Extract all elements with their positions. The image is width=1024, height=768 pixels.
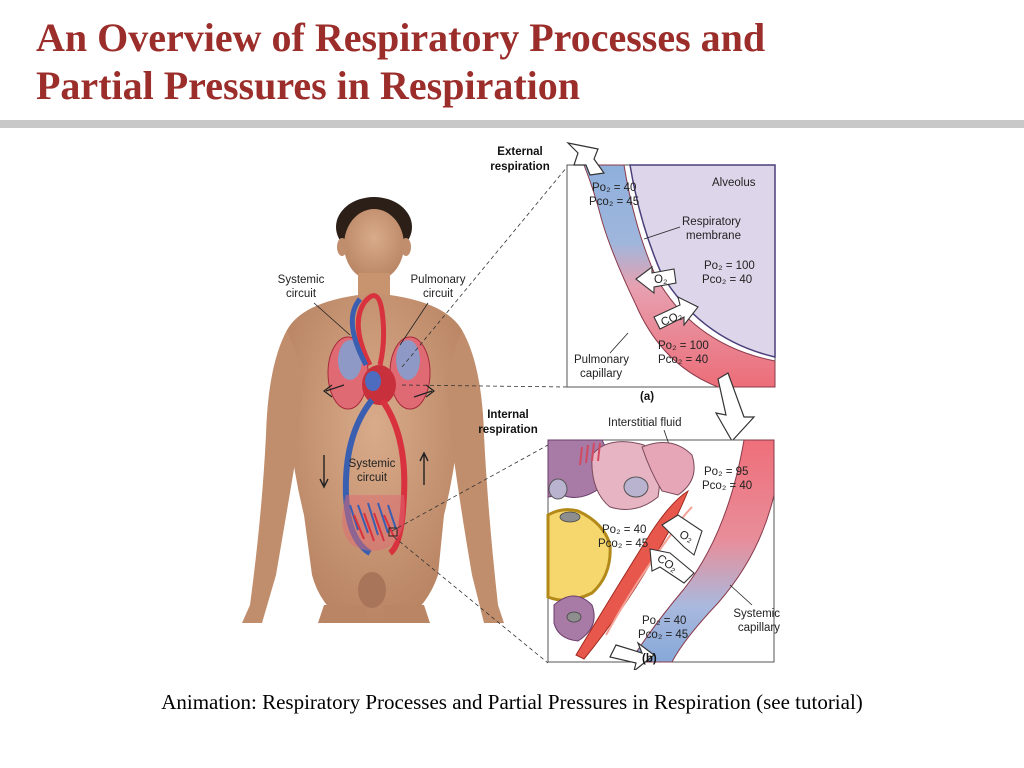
pulmonary-circuit-label: Pulmonary: [411, 274, 466, 286]
panel-b-o2-arrow: O₂: [661, 514, 703, 556]
respiratory-membrane-label-line2: membrane: [686, 230, 741, 242]
panel-a-alveolar-pco2: Pco₂ = 40: [702, 274, 752, 286]
pulmonary-circuit-label-line2: circuit: [423, 288, 454, 300]
pulmonary-capillary-label: Pulmonary: [574, 354, 629, 366]
panel-a-alveolar-po2: Po₂ = 100: [704, 260, 755, 272]
panel-b-arterial-pco2: Pco₂ = 40: [702, 480, 752, 492]
panel-b-venous-pco2: Pco₂ = 45: [638, 629, 688, 641]
panel-b-co2-arrow: CO₂: [649, 548, 695, 584]
panel-a-venous-pco2: Pco₂ = 45: [589, 196, 639, 208]
animation-caption: Animation: Respiratory Processes and Par…: [161, 690, 863, 714]
interstitial-fluid-label: Interstitial fluid: [608, 417, 682, 429]
panel-b-tissue-pco2: Pco₂ = 45: [598, 538, 648, 550]
panel-internal-respiration: Internal respiration Interstitial fluid …: [478, 409, 780, 670]
panel-external-respiration: External respiration Po₂ = 40 Pco₂ = 45 …: [490, 142, 776, 403]
title-divider: [0, 120, 1024, 128]
internal-respiration-heading: Internal: [487, 409, 529, 421]
human-body-illustration: [242, 197, 504, 623]
systemic-circuit-label-top: Systemic: [278, 274, 325, 286]
panel-a-arterial-po2: Po₂ = 100: [658, 340, 709, 352]
panel-b-o2-label: O₂: [677, 529, 694, 546]
title-line-1: An Overview of Respiratory Processes and: [36, 15, 766, 60]
alveolus-label: Alveolus: [712, 177, 756, 189]
systemic-capillary-label-line2: capillary: [738, 622, 780, 634]
panel-a-letter: (a): [640, 391, 654, 403]
panel-a-venous-po2: Po₂ = 40: [592, 182, 636, 194]
respiratory-membrane-label: Respiratory: [682, 216, 741, 228]
slide-title: An Overview of Respiratory Processes and…: [36, 14, 996, 110]
panel-b-venous-po2: Po₂ = 40: [642, 615, 686, 627]
internal-respiration-heading-line2: respiration: [478, 424, 537, 436]
panel-a-arterial-pco2: Pco₂ = 40: [658, 354, 708, 366]
panel-b-arterial-po2: Po₂ = 95: [704, 466, 748, 478]
flow-arrow-icon: [714, 372, 756, 443]
systemic-capillary-label: Systemic: [733, 608, 780, 620]
systemic-circuit-label-top-line2: circuit: [286, 288, 317, 300]
panel-a-o2-label: O₂: [654, 274, 667, 286]
panel-b-tissue-po2: Po₂ = 40: [602, 524, 646, 536]
respiration-figure: Systemic circuit Pulmonary circuit Syste…: [232, 135, 792, 670]
systemic-circuit-label-mid-line2: circuit: [357, 472, 388, 484]
external-respiration-heading: External: [497, 146, 542, 158]
external-respiration-heading-line2: respiration: [490, 161, 549, 173]
systemic-circuit-label-mid: Systemic: [349, 458, 396, 470]
panel-a-o2-arrow: O₂: [635, 265, 677, 295]
pulmonary-capillary-label-line2: capillary: [580, 368, 622, 380]
panel-b-letter: (b): [642, 653, 657, 665]
title-line-2: Partial Pressures in Respiration: [36, 63, 581, 108]
